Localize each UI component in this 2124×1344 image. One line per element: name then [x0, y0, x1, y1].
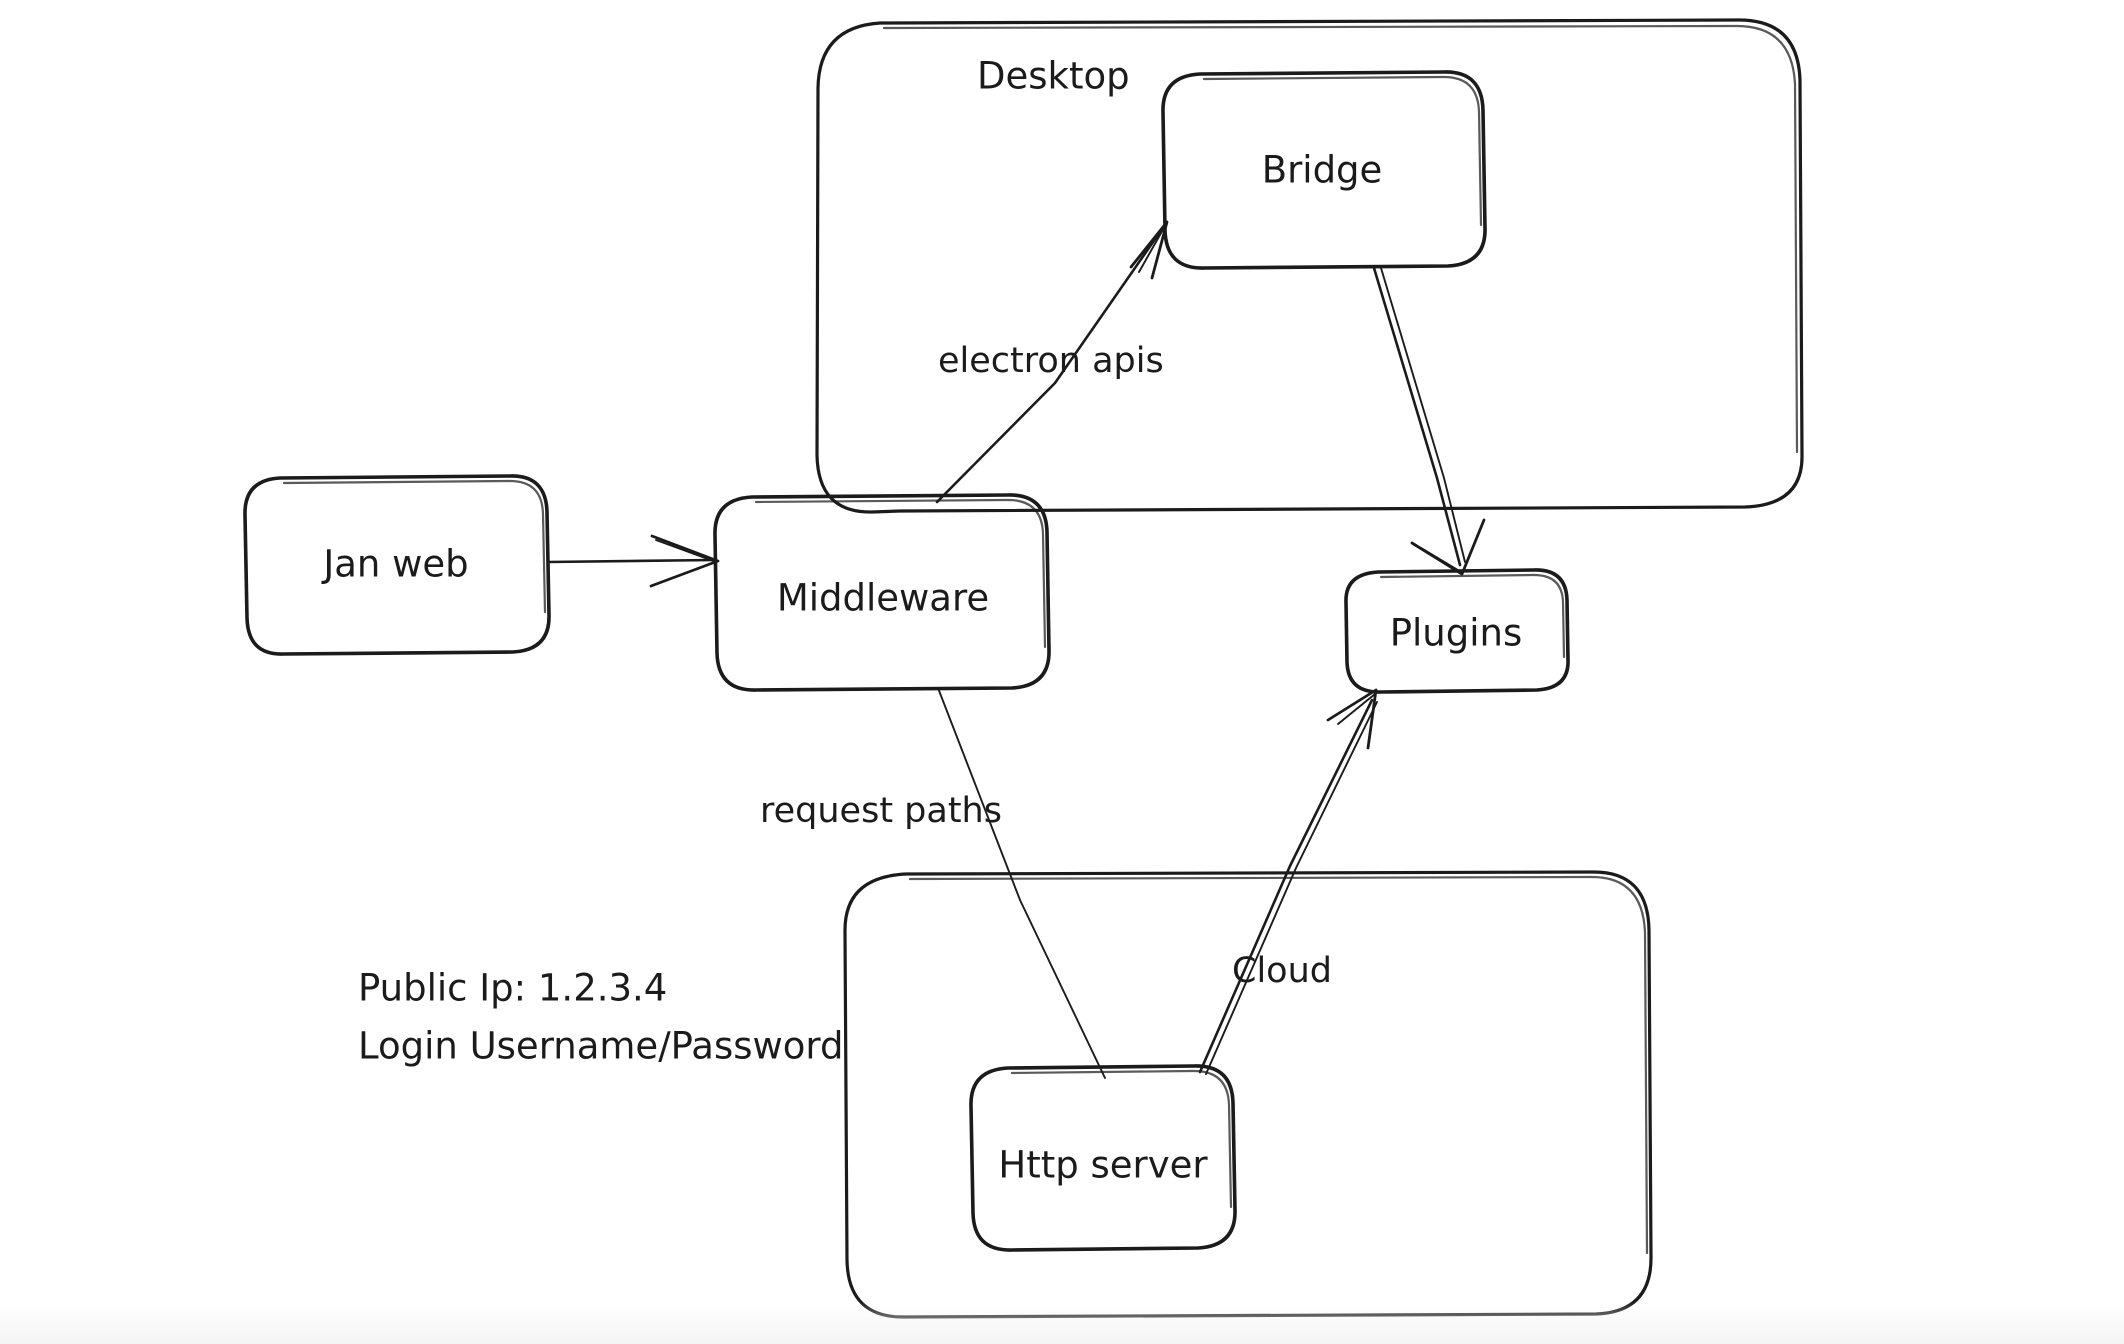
- jan-web-label: Jan web: [321, 543, 468, 586]
- http-server-box-sketch-overlay: [1010, 1069, 1233, 1209]
- plugins-box-outline: [1344, 568, 1570, 694]
- desktop-container-sketch-overlay: [882, 24, 1799, 454]
- cloud-container-sketch-overlay: [908, 875, 1649, 1255]
- bridge-plugins-arrowhead-overlay: [1420, 547, 1462, 573]
- middleware-box-outline: [713, 493, 1051, 692]
- httpserver-plugins-line: [1198, 698, 1374, 1074]
- plugins-box-sketch-overlay: [1379, 573, 1566, 659]
- middleware-httpserver-line: [937, 687, 1106, 1079]
- httpserver-plugins-line-overlay: [1205, 701, 1378, 1075]
- janweb-middleware-line: [546, 558, 716, 564]
- janweb-middleware-arrowhead-overlay: [655, 539, 717, 563]
- edge-bridge-to-plugins: [1372, 266, 1486, 576]
- edge-httpserver-to-plugins: [1198, 688, 1378, 1075]
- container-desktop[interactable]: [815, 18, 1804, 514]
- bridge-box-outline: [1161, 70, 1487, 270]
- janweb-middleware-arrowhead: [649, 534, 720, 588]
- notes-block: Public Ip: 1.2.3.4 Login Username/Passwo…: [358, 967, 843, 1068]
- plugins-label: Plugins: [1390, 612, 1523, 655]
- edge-label-request-paths: request paths: [760, 791, 1002, 831]
- middleware-box-sketch-overlay: [754, 498, 1047, 649]
- jan-web-box-outline: [243, 474, 551, 656]
- edge-label-electron-apis: electron apis: [938, 341, 1164, 381]
- bridge-plugins-arrowhead: [1410, 518, 1486, 576]
- bridge-plugins-line-overlay: [1380, 267, 1466, 563]
- httpserver-plugins-arrowhead-overlay: [1337, 693, 1376, 725]
- edge-janweb-to-middleware: [546, 534, 720, 588]
- note-login: Login Username/Password: [358, 1025, 843, 1068]
- http-server-box-outline: [969, 1064, 1237, 1252]
- node-plugins[interactable]: Plugins: [1344, 568, 1570, 694]
- httpserver-plugins-arrowhead: [1326, 688, 1378, 750]
- node-jan-web[interactable]: Jan web: [243, 474, 551, 656]
- desktop-container-outline: [815, 18, 1804, 514]
- edge-middleware-to-httpserver: [937, 687, 1106, 1079]
- middleware-bridge-line: [935, 230, 1162, 504]
- note-public-ip: Public Ip: 1.2.3.4: [358, 967, 667, 1010]
- bridge-plugins-line: [1372, 266, 1462, 567]
- http-server-label: Http server: [998, 1144, 1208, 1187]
- cloud-container-outline: [843, 870, 1653, 1319]
- node-http-server[interactable]: Http server: [969, 1064, 1237, 1252]
- bridge-label: Bridge: [1262, 149, 1383, 192]
- container-cloud[interactable]: [843, 870, 1653, 1319]
- jan-web-box-sketch-overlay: [282, 479, 547, 614]
- edge-label-cloud: Cloud: [1232, 951, 1332, 991]
- desktop-container-label: Desktop: [977, 55, 1130, 98]
- node-bridge[interactable]: Bridge: [1161, 70, 1487, 270]
- middleware-bridge-arrowhead-overlay: [1138, 225, 1166, 273]
- edge-middleware-to-bridge: [935, 220, 1169, 504]
- middleware-bridge-arrowhead: [1129, 220, 1169, 280]
- middleware-label: Middleware: [777, 577, 989, 620]
- bridge-box-sketch-overlay: [1202, 75, 1483, 227]
- node-middleware[interactable]: Middleware: [713, 493, 1051, 692]
